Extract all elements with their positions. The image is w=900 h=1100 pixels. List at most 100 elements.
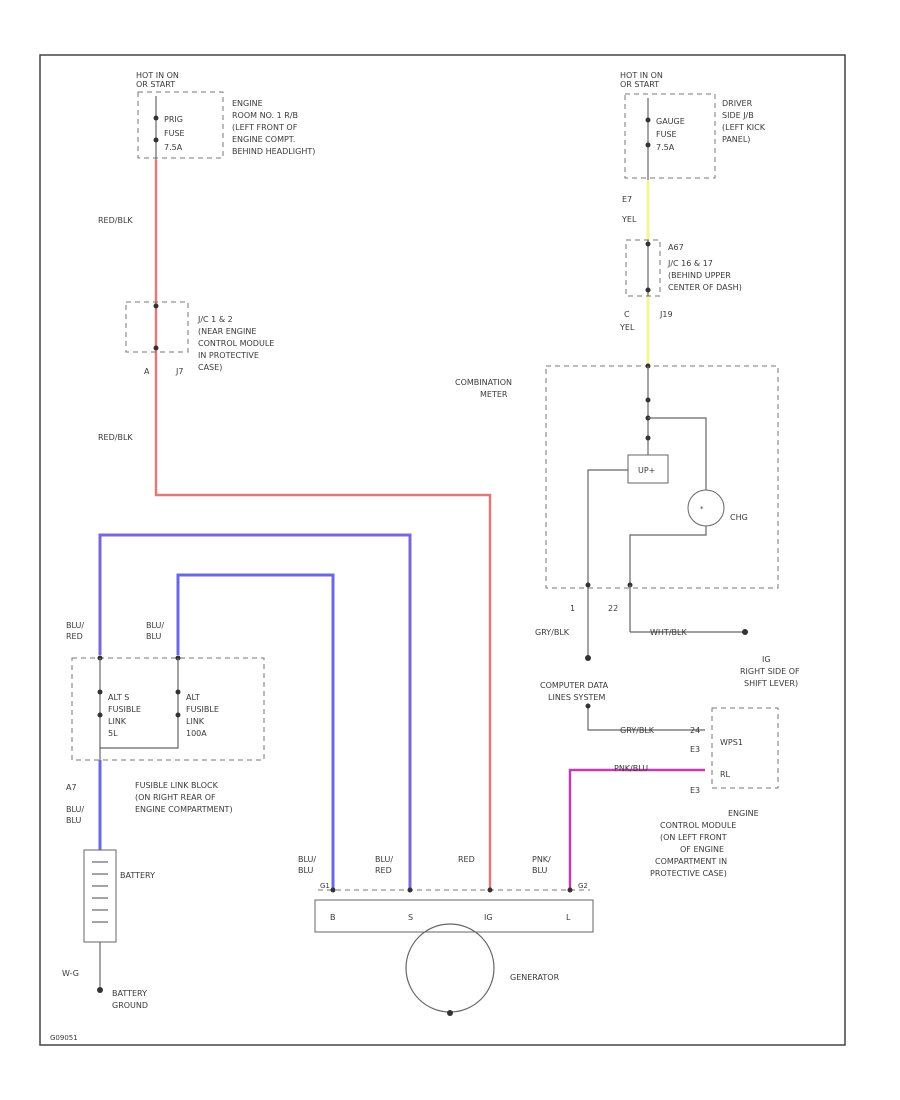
left-fuse-desc-1: ENGINE (232, 99, 263, 108)
wire-label-yel-1: YEL (621, 215, 637, 224)
fusible-l2-1: ALT (186, 693, 200, 702)
jc-right-label-3: CENTER OF DASH) (668, 283, 742, 292)
fusible-l2-3: LINK (186, 717, 205, 726)
jc-top-pin-j7: J7 (175, 367, 183, 376)
wire-label-red-blk-1: RED/BLK (98, 216, 133, 225)
ground-desc-2: SHIFT LEVER) (744, 679, 798, 688)
dlc-wire (587, 706, 705, 731)
fusible-contact (97, 712, 103, 718)
wire-label-blu-blu2-1: BLU/ (66, 805, 84, 814)
right-fuse-contact (645, 142, 651, 148)
gen-wire-b-1: BLU/ (298, 855, 316, 864)
battery-ground-1: BATTERY (112, 989, 147, 998)
meter-pin-1: 1 (570, 604, 575, 613)
fusible-l1-1: ALT S (108, 693, 129, 702)
gen-wire-s-1: BLU/ (375, 855, 393, 864)
generator-name: GENERATOR (510, 973, 560, 982)
wire-label-gry-blk: GRY/BLK (535, 628, 570, 637)
ecm-name-1: WPS1 (720, 738, 743, 747)
fusible-link-group: ALT S FUSIBLE LINK 5L ALT FUSIBLE LINK 1… (71, 655, 265, 814)
meter-relay-box (627, 454, 669, 484)
right-fuse-group: HOT IN ON OR START GAUGE FUSE 7.5A DRIVE… (620, 71, 766, 180)
right-fuse-desc-2: SIDE J/B (722, 111, 754, 120)
wire-label-a7: A7 (66, 783, 77, 792)
left-fuse-box (137, 91, 224, 159)
jc-top-label-5: CASE) (198, 363, 222, 372)
jc-top-label-2: (NEAR ENGINE (198, 327, 256, 336)
gen-wire-ig: RED (458, 855, 475, 864)
fusible-desc-3: ENGINE COMPARTMENT) (135, 805, 233, 814)
dlc-label-1: COMPUTER DATA (540, 681, 609, 690)
jc-top-node (153, 303, 159, 309)
ecm-desc-3: (ON LEFT FRONT (660, 833, 727, 842)
ecm-desc-1: ENGINE (728, 809, 759, 818)
left-fuse-desc-5: BEHIND HEADLIGHT) (232, 147, 315, 156)
ecm-desc-6: PROTECTIVE CASE) (650, 869, 727, 878)
battery-icon (83, 849, 117, 943)
ecm-pin-a: 24 (690, 726, 700, 735)
jc-top-label-3: CONTROL MODULE (198, 339, 274, 348)
gen-pin-node (330, 887, 336, 893)
footer-code: G09051 (50, 1034, 78, 1042)
jc-right-box (625, 239, 661, 297)
dlc-label-2: LINES SYSTEM (548, 693, 605, 702)
right-fuse-l2: FUSE (656, 130, 677, 139)
fusible-desc-2: (ON RIGHT REAR OF (135, 793, 216, 802)
jc-top-label-4: IN PROTECTIVE (198, 351, 259, 360)
ground-point-icon (742, 629, 748, 635)
left-fuse-contact (153, 115, 159, 121)
right-fuse-desc-1: DRIVER (722, 99, 753, 108)
fusible-l1-2: FUSIBLE (108, 705, 141, 714)
meter-pin-22: 22 (608, 604, 618, 613)
left-fuse-l2: FUSE (164, 129, 185, 138)
blu-blu-wire (176, 573, 335, 890)
chg-label: CHG (730, 513, 748, 522)
diagram-frame (39, 54, 846, 1046)
ecm-pin-1: E3 (690, 745, 700, 754)
dlc-node (585, 655, 591, 661)
meter-relay-label: UP+ (638, 466, 655, 475)
wire-label-gry-blk-2: GRY/BLK (620, 726, 655, 735)
ecm-desc-2: CONTROL MODULE (660, 821, 736, 830)
battery-ground-icon (97, 987, 103, 993)
gen-term-l: L (566, 913, 571, 922)
ecm-name-2: RL (720, 770, 731, 779)
jc-top-pin-a: A (144, 367, 150, 376)
fusible-desc-1: FUSIBLE LINK BLOCK (135, 781, 219, 790)
gen-term-s: S (408, 913, 413, 922)
wire-label-blu-blu-1: BLU/ (146, 621, 164, 630)
jc-top-box (125, 301, 189, 353)
battery-ground-2: GROUND (112, 1001, 148, 1010)
left-hot-label2: OR START (136, 80, 175, 89)
generator-group: BLU/ BLU BLU/ RED RED PNK/ BLU G1 G2 B S… (298, 855, 594, 1016)
meter-relay-out (587, 469, 628, 660)
wire-label-red-blk-2: RED/BLK (98, 433, 133, 442)
ecm-desc-5: COMPARTMENT IN (655, 857, 727, 866)
left-fuse-contact (153, 137, 159, 143)
gen-wire-b-2: BLU (298, 866, 314, 875)
gen-g1: G1 (320, 882, 330, 890)
left-fuse-l1: PRIG (164, 115, 183, 124)
right-fuse-box (624, 93, 716, 179)
jc-top-group: J/C 1 & 2 (NEAR ENGINE CONTROL MODULE IN… (125, 301, 274, 376)
ground-ig-group: IG RIGHT SIDE OF SHIFT LEVER) (740, 655, 800, 688)
fusible-contact (175, 689, 181, 695)
right-fuse-l1: GAUGE (656, 117, 685, 126)
gen-pin-node (567, 887, 573, 893)
wire-label-j19: J19 (659, 310, 673, 319)
fusible-link-box (71, 657, 265, 761)
ground-code: IG (762, 655, 771, 664)
gen-pin-node (487, 887, 493, 893)
meter-switch-wire (629, 534, 648, 585)
fusible-contact (175, 712, 181, 718)
gen-g2: G2 (578, 882, 588, 890)
battery-name: BATTERY (120, 871, 155, 880)
generator-ground-icon (447, 1010, 453, 1016)
jc-right-label-1: J/C 16 & 17 (667, 259, 713, 268)
meter-node (645, 397, 651, 403)
meter-pin-node (585, 582, 591, 588)
left-fuse-desc-4: ENGINE COMPT. (232, 135, 295, 144)
fusible-l2-2: FUSIBLE (186, 705, 219, 714)
gen-wire-l-1: PNK/ (532, 855, 551, 864)
